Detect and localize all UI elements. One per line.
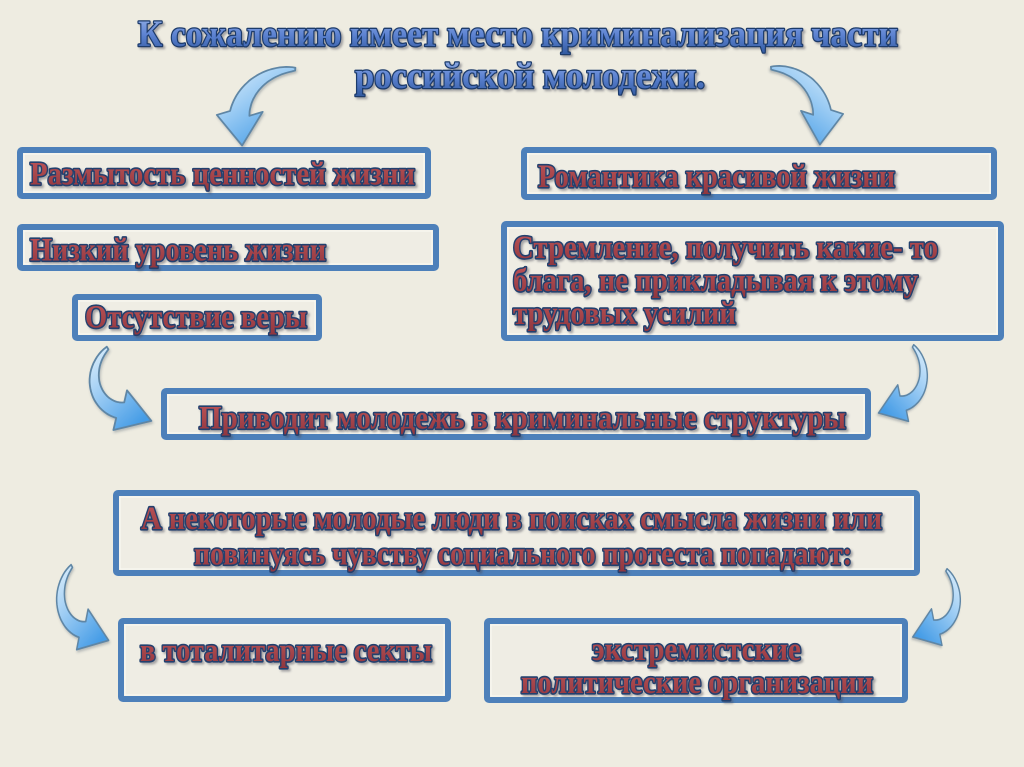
svg-text:в тоталитарные секты: в тоталитарные секты [140,633,432,669]
svg-text:А некоторые молодые люди в пои: А некоторые молодые люди в поисках смысл… [141,501,882,537]
svg-text:политические организации: политические организации [521,665,873,701]
svg-text:Романтика красивой жизни: Романтика красивой жизни [538,159,895,195]
svg-text:Стремление, получить какие- то: Стремление, получить какие- то [513,230,938,266]
svg-text:Отсутствие веры: Отсутствие веры [85,300,307,336]
svg-text:Низкий уровень жизни: Низкий уровень жизни [30,233,326,269]
svg-text:трудовых усилий: трудовых усилий [513,296,736,332]
svg-text:российской молодежи.: российской молодежи. [355,56,705,97]
svg-text:К сожалению имеет место кримин: К сожалению имеет место криминализация ч… [138,14,898,55]
svg-text:блага, не прикладывая к этому: блага, не прикладывая к этому [513,263,918,299]
svg-text:повинуясь чувству социального: повинуясь чувству социального протеста п… [194,537,852,573]
svg-text:Размытость ценностей жизни: Размытость ценностей жизни [30,157,415,193]
svg-text:Приводит молодежь в криминальн: Приводит молодежь в криминальные структу… [199,401,846,437]
svg-text:экстремистские: экстремистские [592,632,801,668]
